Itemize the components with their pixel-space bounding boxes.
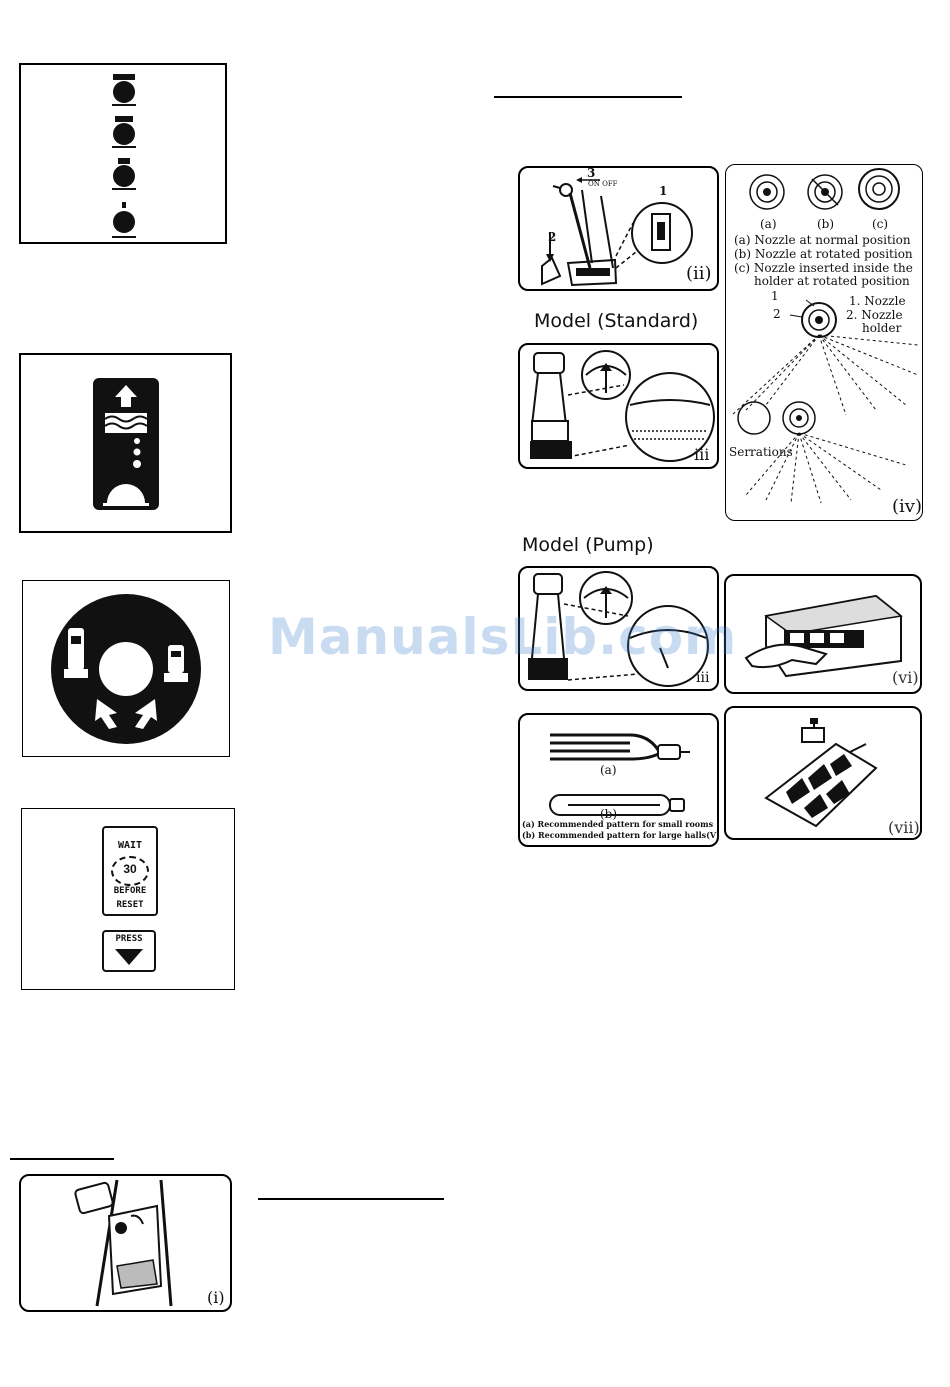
fig-v-caption-b: (b) Recommended pattern for large halls(…	[522, 830, 720, 840]
timer-circle: 30	[111, 856, 149, 886]
figure-vi-illustration	[744, 594, 903, 678]
serrations-label: Serrations	[729, 445, 793, 459]
spray-level-panel	[19, 63, 227, 244]
fig-vi-label: (vi)	[892, 668, 919, 687]
reset-text: RESET	[116, 900, 144, 910]
figure-v-panel: (a) (b) (a) Recommended pattern for smal…	[518, 713, 720, 847]
water-refill-panel	[19, 353, 232, 533]
fig-ii-step2: 2	[548, 230, 557, 244]
figure-i-illustration	[74, 1179, 173, 1307]
spray-level-1-icon	[112, 202, 136, 238]
spray-pattern-upper	[731, 334, 919, 416]
reset-panel: WAIT 30 BEFORE RESET PRESS	[21, 808, 235, 990]
spray-level-icons	[112, 74, 136, 238]
part-nozzle: 1. Nozzle	[849, 294, 906, 308]
nozzle-a-label: (a)	[760, 217, 777, 231]
figure-vii-panel: (vii)	[724, 706, 922, 840]
spray-level-3-icon	[112, 116, 136, 148]
legend-a: (a) Nozzle at normal position	[734, 233, 911, 247]
nozzle-b-label: (b)	[817, 217, 835, 231]
fig-iv-label: (iv)	[892, 496, 922, 517]
section-rule-bottom-left	[10, 1158, 114, 1160]
press-label: PRESS	[115, 934, 143, 944]
brush-disc-panel	[22, 580, 230, 757]
down-arrow-icon	[115, 949, 143, 965]
figure-ii-panel: 3 ON OFF 1 2 (ii)	[518, 166, 719, 291]
part-nozzle-holder: 2. Nozzle	[846, 308, 903, 322]
legend-c2: holder at rotated position	[754, 274, 910, 288]
figure-vi-panel: (vi)	[724, 574, 922, 694]
nozzle-c-icon	[858, 168, 900, 210]
nozzle-a-icon	[749, 174, 785, 210]
legend-b: (b) Nozzle at rotated position	[734, 247, 913, 261]
figure-iii-pump-illustration	[528, 571, 709, 687]
fig-ii-label: (ii)	[686, 263, 712, 284]
fig-iii-pump-label: iii	[696, 670, 710, 686]
callout-1: 1	[771, 289, 779, 303]
before-text: BEFORE	[113, 886, 147, 896]
figure-iv-illustration	[731, 168, 919, 504]
wait-text: WAIT	[117, 840, 143, 851]
wait-reset-label: WAIT 30 BEFORE RESET	[102, 826, 158, 916]
fig-i-label: (i)	[207, 1288, 225, 1307]
part-holder: holder	[862, 321, 902, 335]
nozzle-b-icon	[807, 174, 843, 210]
fig-ii-switch-text: ON OFF	[588, 180, 618, 188]
nozzle-holder-icon	[789, 299, 837, 338]
model-pump-heading: Model (Pump)	[522, 534, 654, 556]
spray-level-2-icon	[112, 158, 136, 190]
fig-iii-standard-label: iii	[694, 445, 710, 464]
serration-detail-icon	[737, 401, 816, 435]
figure-i-panel: (i)	[19, 1174, 232, 1312]
figure-iii-pump-panel: iii	[518, 566, 719, 691]
fig-ii-step3: 3	[587, 166, 596, 180]
fig-v-label-b: (b)	[600, 807, 618, 821]
model-standard-heading: Model (Standard)	[534, 310, 699, 332]
press-button-icon: PRESS	[102, 930, 156, 972]
spray-pattern-lower	[745, 432, 907, 504]
timer-seconds: 30	[123, 862, 137, 876]
nozzle-c-label: (c)	[872, 217, 889, 231]
brush-disc-icon	[51, 594, 201, 744]
figure-v-illustration	[549, 733, 690, 816]
section-rule-bottom-mid	[258, 1198, 444, 1200]
figure-iii-standard-panel: iii	[518, 343, 719, 469]
spray-level-4-icon	[112, 74, 136, 106]
fig-ii-step1: 1	[659, 184, 668, 198]
fig-vii-label: (vii)	[888, 818, 920, 837]
water-refill-icon	[93, 378, 159, 510]
figure-vii-illustration	[764, 718, 878, 828]
section-rule-top	[494, 96, 682, 98]
fig-v-label-a: (a)	[600, 763, 617, 777]
fig-v-caption-a: (a) Recommended pattern for small rooms	[522, 819, 714, 829]
callout-2: 2	[773, 307, 781, 321]
figure-iii-standard-illustration	[530, 350, 715, 462]
figure-iv-panel: (a) (b) (c) (a) Nozzle at normal positio…	[725, 164, 923, 521]
legend-c1: (c) Nozzle inserted inside the	[734, 261, 913, 275]
figure-ii-illustration	[541, 177, 693, 287]
watermark-text: ManualsLib.com	[268, 608, 738, 666]
